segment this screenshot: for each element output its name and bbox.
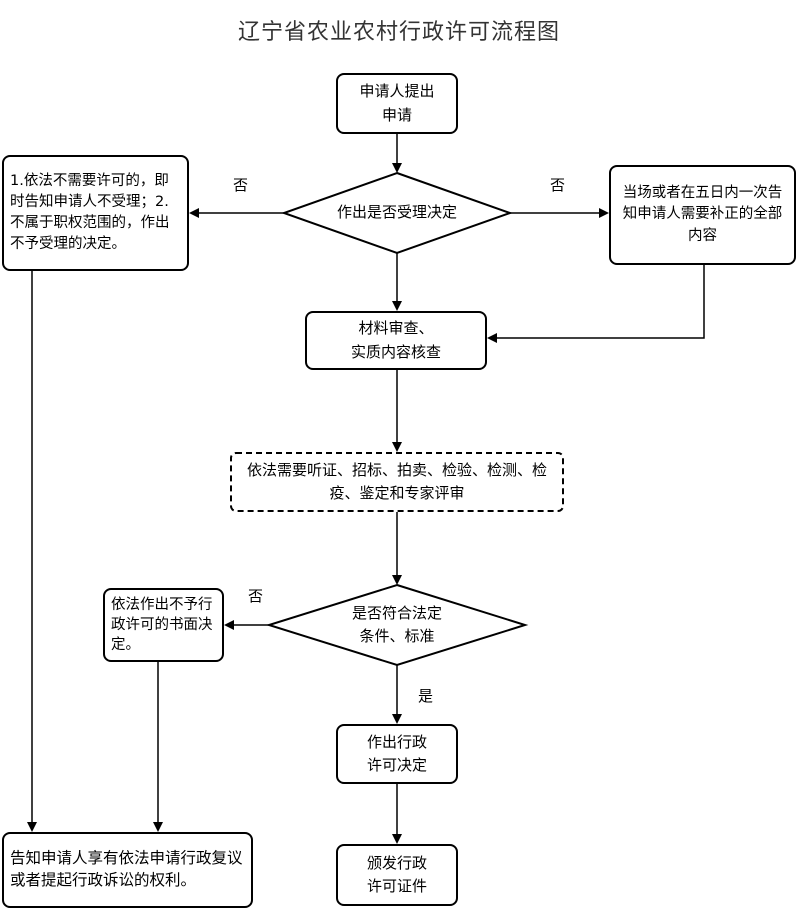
supplement-box: 当场或者在五日内一次告知申请人需要补正的全部内容 xyxy=(609,165,796,265)
edge-supplement-to-review xyxy=(487,265,705,343)
edge-label-no-right: 否 xyxy=(550,176,566,194)
conform-decision-label: 是否符合法定 条件、标准 xyxy=(351,603,442,645)
accept-decision-text: 作出是否受理决定 xyxy=(300,198,494,228)
issue-box: 颁发行政 许可证件 xyxy=(336,844,458,906)
grant-box: 作出行政 许可决定 xyxy=(336,724,458,784)
supplement-label: 当场或者在五日内一次告知申请人需要补正的全部内容 xyxy=(622,185,783,244)
rights-box: 告知申请人享有依法申请行政复议或者提起行政诉讼的权利。 xyxy=(2,832,253,908)
deny-written-box: 依法作出不予行政许可的书面决定。 xyxy=(103,588,224,662)
hearing-box: 依法需要听证、招标、拍卖、检验、检测、检疫、鉴定和专家评审 xyxy=(230,452,564,512)
issue-label: 颁发行政 许可证件 xyxy=(366,853,427,895)
grant-label: 作出行政 许可决定 xyxy=(366,732,427,774)
conform-decision-text: 是否符合法定 条件、标准 xyxy=(320,600,474,650)
edge-label-no-conform: 否 xyxy=(248,587,264,605)
apply-label: 申请人提出 申请 xyxy=(359,82,435,124)
hearing-label: 依法需要听证、招标、拍卖、检验、检测、检疫、鉴定和专家评审 xyxy=(246,460,547,502)
reject-notice-box: 1.依法不需要许可的，即时告知申请人不受理；2.不属于职权范围的，作出不予受理的… xyxy=(2,155,189,271)
apply-box: 申请人提出 申请 xyxy=(336,73,458,134)
edge-label-no-left: 否 xyxy=(233,176,249,194)
reject-notice-label: 1.依法不需要许可的，即时告知申请人不受理；2.不属于职权范围的，作出不予受理的… xyxy=(10,172,170,253)
page-title: 辽宁省农业农村行政许可流程图 xyxy=(237,20,560,45)
review-label: 材料审查、 实质内容核查 xyxy=(350,319,441,361)
review-box: 材料审查、 实质内容核查 xyxy=(305,311,487,370)
edge-label-yes-conform: 是 xyxy=(418,687,434,705)
rights-label: 告知申请人享有依法申请行政复议或者提起行政诉讼的权利。 xyxy=(10,849,243,889)
accept-decision-label: 作出是否受理决定 xyxy=(336,203,457,222)
deny-written-label: 依法作出不予行政许可的书面决定。 xyxy=(111,596,213,654)
